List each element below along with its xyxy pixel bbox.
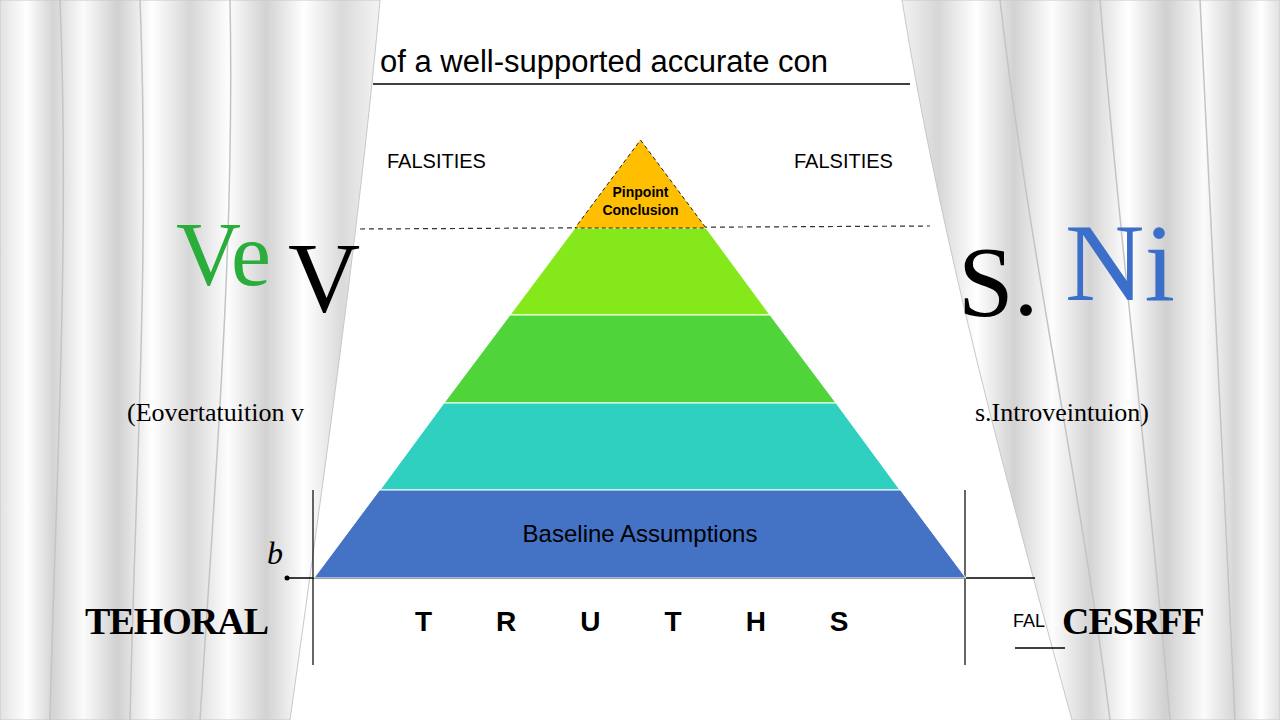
truth-bound	[312, 490, 313, 665]
curtain-letters: b	[267, 535, 283, 572]
title-underline	[373, 83, 910, 85]
baseline-band: Baseline Assumptions	[314, 490, 966, 578]
band-label: Baseline Assumptions	[380, 518, 900, 549]
base-dot	[285, 576, 290, 581]
pyramid-band	[380, 403, 900, 490]
conclusion-tip: Pinpoint Conclusion	[575, 140, 706, 228]
truths-label: TRUTHS	[415, 606, 913, 638]
label-underline	[1015, 647, 1065, 649]
curtain-letters: V	[288, 228, 360, 328]
falsities-fragment: FAL	[1013, 611, 1045, 632]
curtain-letters: S.	[958, 232, 1039, 332]
diagram-title: of a well-supported accurate con	[380, 44, 828, 80]
pyramid-band	[510, 228, 770, 315]
curtain-subtitle: s.Introveintuion)	[975, 398, 1149, 428]
conclusion-label: Pinpoint Conclusion	[593, 183, 689, 219]
curtain-letters: Ni	[1065, 208, 1175, 318]
curtain-subtitle: (Eovertatuition v	[127, 398, 304, 428]
band-fill	[314, 490, 966, 578]
curtain-letters: Ve	[176, 210, 271, 300]
triangle-fill	[575, 140, 706, 228]
falsities-label: FALSITIES	[387, 150, 486, 173]
curtain-word: TEHORAL	[85, 600, 268, 644]
falsities-label: FALSITIES	[794, 150, 893, 173]
curtain-word: CESRFF	[1062, 600, 1204, 644]
pyramid-band	[444, 315, 836, 403]
